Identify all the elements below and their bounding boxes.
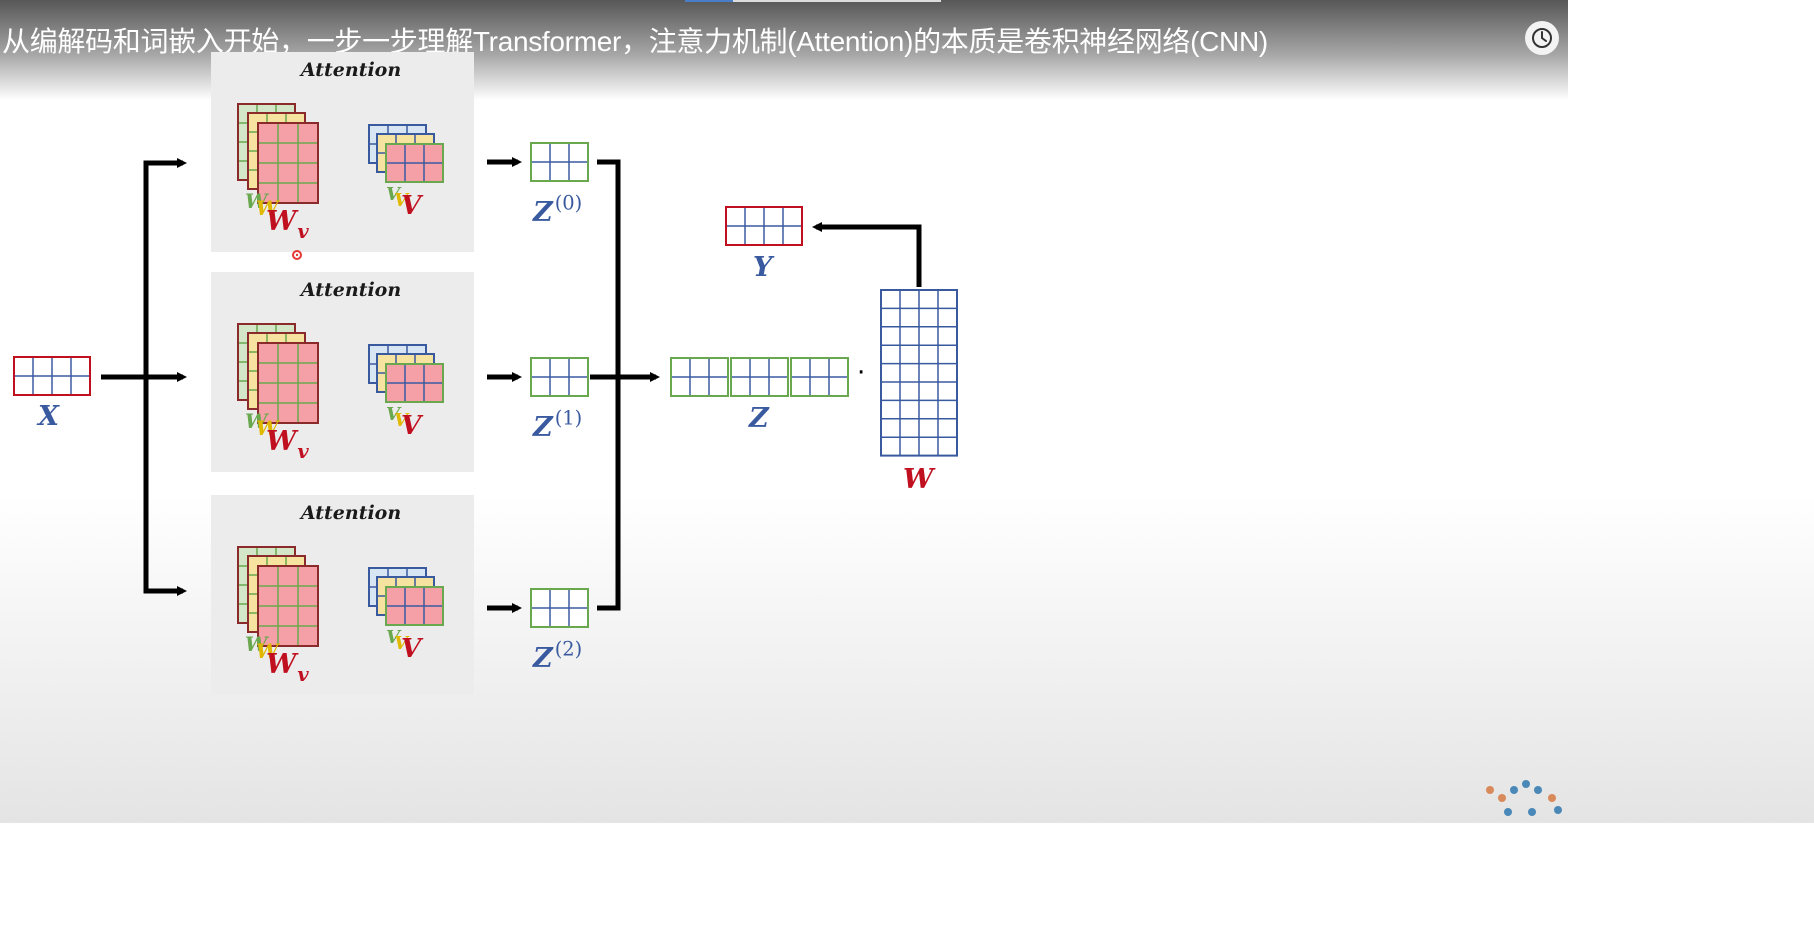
input-matrix	[14, 357, 90, 395]
dot-product-symbol: ·	[857, 358, 865, 388]
head-output-label: Z(1)	[532, 407, 582, 443]
concat-segment	[731, 358, 788, 396]
projection-to-result-arrow	[816, 227, 919, 287]
concat-label: Z	[748, 403, 770, 434]
concat-segment	[791, 358, 848, 396]
dots-logo-icon	[1480, 778, 1568, 823]
value-matrix-pink	[386, 587, 443, 625]
pointer-dot-center	[296, 254, 298, 256]
value-label: V	[401, 191, 424, 221]
result-label: Y	[753, 252, 775, 283]
head-output-matrix	[531, 589, 588, 627]
head-output-matrix	[531, 143, 588, 181]
attention-title: Attention	[299, 502, 401, 524]
attention-title: Attention	[299, 59, 401, 81]
head-output-label: Z(2)	[532, 638, 582, 674]
projection-label: W	[903, 464, 936, 495]
attention-title: Attention	[299, 279, 401, 301]
input-label: X	[36, 401, 60, 432]
value-label: V	[401, 634, 424, 664]
head-output-label: Z(0)	[532, 192, 582, 228]
head-output-matrix	[531, 358, 588, 396]
projection-matrix	[881, 290, 957, 456]
multi-head-attention-diagram: AttentionWWWvVVVAttentionWWWvVVVAttentio…	[0, 0, 1568, 823]
value-matrix-pink	[386, 364, 443, 402]
merge-bracket	[597, 162, 618, 608]
concat-segment	[671, 358, 728, 396]
value-matrix-pink	[386, 144, 443, 182]
value-label: V	[401, 411, 424, 441]
result-matrix	[726, 207, 802, 245]
